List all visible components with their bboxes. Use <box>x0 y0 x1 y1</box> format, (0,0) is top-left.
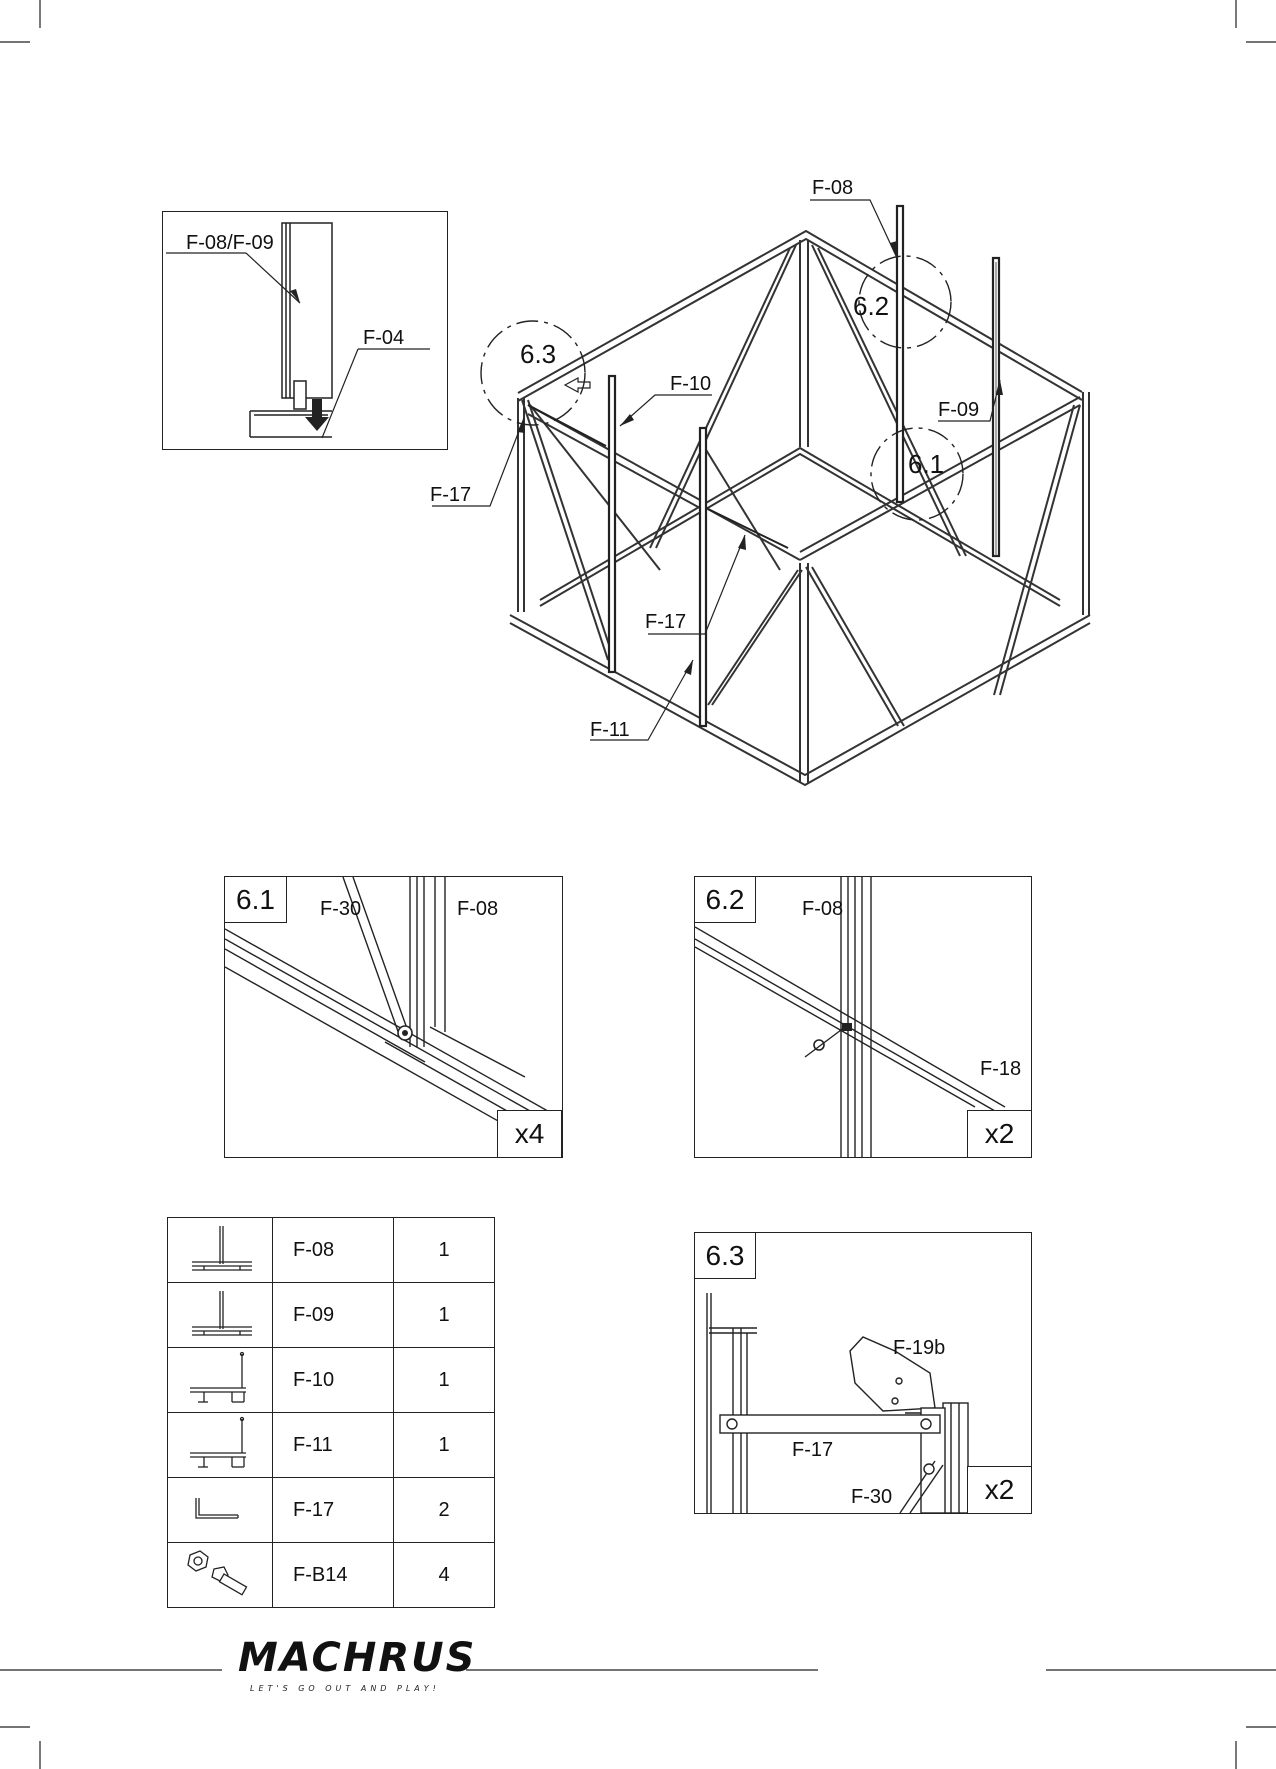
parts-table: F-08 1 F-09 1 F-10 <box>167 1217 495 1608</box>
detail-6-3-label-f17: F-17 <box>792 1440 833 1460</box>
callout-f10: F-10 <box>670 374 711 394</box>
table-row: F-11 1 <box>168 1413 495 1478</box>
part-qty: 4 <box>394 1543 495 1608</box>
part-code: F-09 <box>273 1283 394 1348</box>
detail-6-3-label-f30: F-30 <box>851 1487 892 1507</box>
callout-f11: F-11 <box>590 720 630 740</box>
part-code: F-17 <box>273 1478 394 1543</box>
channel-profile-icon <box>168 1348 273 1413</box>
footer-rules <box>0 1660 1276 1680</box>
part-qty: 2 <box>394 1478 495 1543</box>
table-row: F-09 1 <box>168 1283 495 1348</box>
detail-6-1-id: 6.1 <box>224 876 287 923</box>
t-profile-icon <box>168 1218 273 1283</box>
table-row: F-08 1 <box>168 1218 495 1283</box>
table-row: F-17 2 <box>168 1478 495 1543</box>
detail-6-2-label-f08: F-08 <box>802 899 843 919</box>
t-profile-icon <box>168 1283 273 1348</box>
part-code: F-08 <box>273 1218 394 1283</box>
detail-6-1-label-f08: F-08 <box>457 899 498 919</box>
detail-marker-6-1: 6.1 <box>908 451 944 477</box>
detail-marker-6-2: 6.2 <box>853 293 889 319</box>
detail-6-3-qty: x2 <box>967 1466 1032 1514</box>
angle-bar-icon <box>168 1478 273 1543</box>
table-row: F-B14 4 <box>168 1543 495 1608</box>
part-qty: 1 <box>394 1413 495 1478</box>
detail-6-2-qty: x2 <box>967 1110 1032 1158</box>
detail-6-3-id: 6.3 <box>694 1232 756 1279</box>
table-row: F-10 1 <box>168 1348 495 1413</box>
part-code: F-10 <box>273 1348 394 1413</box>
detail-6-1-qty: x4 <box>497 1110 562 1158</box>
part-qty: 1 <box>394 1348 495 1413</box>
bolt-nut-icon <box>168 1543 273 1608</box>
detail-6-1-label-f30: F-30 <box>320 899 361 919</box>
part-code: F-B14 <box>273 1543 394 1608</box>
detail-marker-6-3: 6.3 <box>520 341 556 367</box>
callout-f17-center: F-17 <box>645 612 686 632</box>
part-qty: 1 <box>394 1218 495 1283</box>
callout-f08: F-08 <box>812 178 853 198</box>
callout-f09: F-09 <box>938 400 979 420</box>
greenhouse-frame-drawing <box>0 0 1276 800</box>
detail-6-3-label-f19b: F-19b <box>893 1338 945 1358</box>
brand-tagline: LET'S GO OUT AND PLAY! <box>238 1684 458 1693</box>
brand-logo: MACHRUS LET'S GO OUT AND PLAY! <box>238 1638 458 1693</box>
callout-f17-left: F-17 <box>430 485 471 505</box>
part-code: F-11 <box>273 1413 394 1478</box>
brand-name: MACHRUS <box>238 1638 458 1678</box>
detail-6-2-id: 6.2 <box>694 876 756 923</box>
detail-6-2-label-f18: F-18 <box>980 1059 1021 1079</box>
part-qty: 1 <box>394 1283 495 1348</box>
channel-profile-icon <box>168 1413 273 1478</box>
